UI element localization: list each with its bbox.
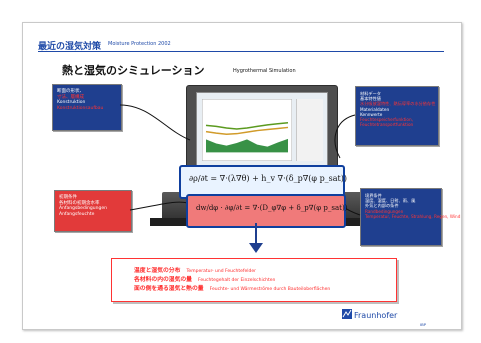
boundary-conditions-text: 境界条件 温度、湿度、日射、雨、風 外気と内部の条件 Randbedingung… [365,193,460,219]
simulation-chart [202,99,292,161]
simulation-settings-panel [296,99,323,161]
results-line-2: 各材料の内の湿気の量 Feuchtegehalt der Einzelschic… [134,274,330,283]
header-rule [38,51,444,52]
boundary-line-3: 外気と内部の条件 [365,203,399,209]
material-box: 材料データ 基本特性値 水分吸放湿特性、熱伝導率の水分依存性 Materiald… [355,86,439,146]
geometry-line-1: 断面の形状、 [57,89,84,94]
chart-fill-area [206,138,288,153]
main-subtitle: Hygrothermal Simulation [233,68,296,74]
fraunhofer-logo-icon [342,309,352,319]
material-box-text: 材料データ 基本特性値 水分吸放湿特性、熱伝導率の水分依存性 Materiald… [360,91,435,127]
header-title: 最近の湿気対策 [38,42,102,52]
initial-line-4: Anfangsfeuchte [59,211,95,217]
down-arrow-icon [249,243,263,253]
initial-line-1: 初期条件 [59,195,77,200]
header-subtitle: Moisture Protection 2002 [108,41,171,47]
boundary-line-5: Temperatur, Feuchte, Strahlung, Regen, W… [365,213,461,219]
results-line-3-de: Feuchte- und Wärmeströme durch Bauteilob… [209,287,331,292]
results-text: 温度と湿気の分布 Temperatur- und Feuchtefelder 各… [134,265,330,292]
geometry-line-2: 寸法、層構成 [57,94,84,100]
geometry-line-3: Konstruktion [57,100,86,106]
results-line-2-de: Feuchtegehalt der Einzelschichten [198,278,276,283]
boundary-conditions-box: 境界条件 温度、湿度、日射、雨、風 外気と内部の条件 Randbedingung… [360,188,460,246]
material-line-1: 材料データ [360,91,381,96]
initial-line-3: Anfangsbedingungen [59,206,107,212]
chart-line-a [205,126,289,135]
results-line-1-de: Temperatur- und Feuchtefelder [186,269,256,274]
results-line-3: 面の側を通る湿気と熱の量 Feuchte- und Wärmeströme du… [134,283,330,292]
boundary-line-1: 境界条件 [365,193,382,198]
material-line-2: 基本特性値 [360,96,381,102]
initial-line-2: 各材料の初期含水率 [59,200,100,206]
equation-moisture: dw/dφ · ∂φ/∂t = ∇·(D_φ∇φ + δ_p∇(φ p_sat)… [196,204,348,212]
geometry-box-text: 断面の形状、 寸法、層構成 Konstruktion Konstruktions… [57,89,103,111]
brand-sub: IBP [420,322,427,327]
results-line-1: 温度と湿気の分布 Temperatur- und Feuchtefelder [134,265,330,274]
geometry-box: 断面の形状、 寸法、層構成 Konstruktion Konstruktions… [52,84,122,131]
initial-conditions-text: 初期条件 各材料の初期含水率 Anfangsbedingungen Anfang… [59,195,107,217]
boundary-line-4: Randbedingungen [365,208,404,214]
material-line-3: 水分吸放湿特性、熱伝導率の水分依存性 [360,101,436,107]
material-line-5: Kennwerte [360,111,383,117]
material-line-7: Feuchtetransportfunktion [360,122,414,128]
initial-conditions-box: 初期条件 各材料の初期含水率 Anfangsbedingungen Anfang… [54,190,132,232]
material-line-6: Feuchtespeicherfunktion, [360,117,413,123]
down-arrow-line [255,223,257,247]
brand-name: Fraunhofer [354,311,398,320]
boundary-line-2: 温度、湿度、日射、雨、風 [365,198,416,204]
results-line-2-ja: 各材料の内の湿気の量 [134,277,192,283]
results-box: 温度と湿気の分布 Temperatur- und Feuchtefelder 各… [111,258,397,302]
equation-heat: ∂ρ/∂t = ∇·(λ∇θ) + h_v ∇·(δ_p∇(φ p_sat)) [189,174,348,183]
geometry-line-4: Konstruktionsaufbau [57,105,104,111]
results-line-1-ja: 温度と湿気の分布 [134,268,181,274]
chart-line-b [205,122,289,130]
main-title: 熱と湿気のシミュレーション [62,64,205,77]
results-line-3-ja: 面の側を通る湿気と熱の量 [134,286,204,292]
equation-box-moisture: dw/dφ · ∂φ/∂t = ∇·(D_φ∇φ + δ_p∇(φ p_sat)… [186,194,348,228]
material-line-4: Materialdaten [360,106,390,112]
